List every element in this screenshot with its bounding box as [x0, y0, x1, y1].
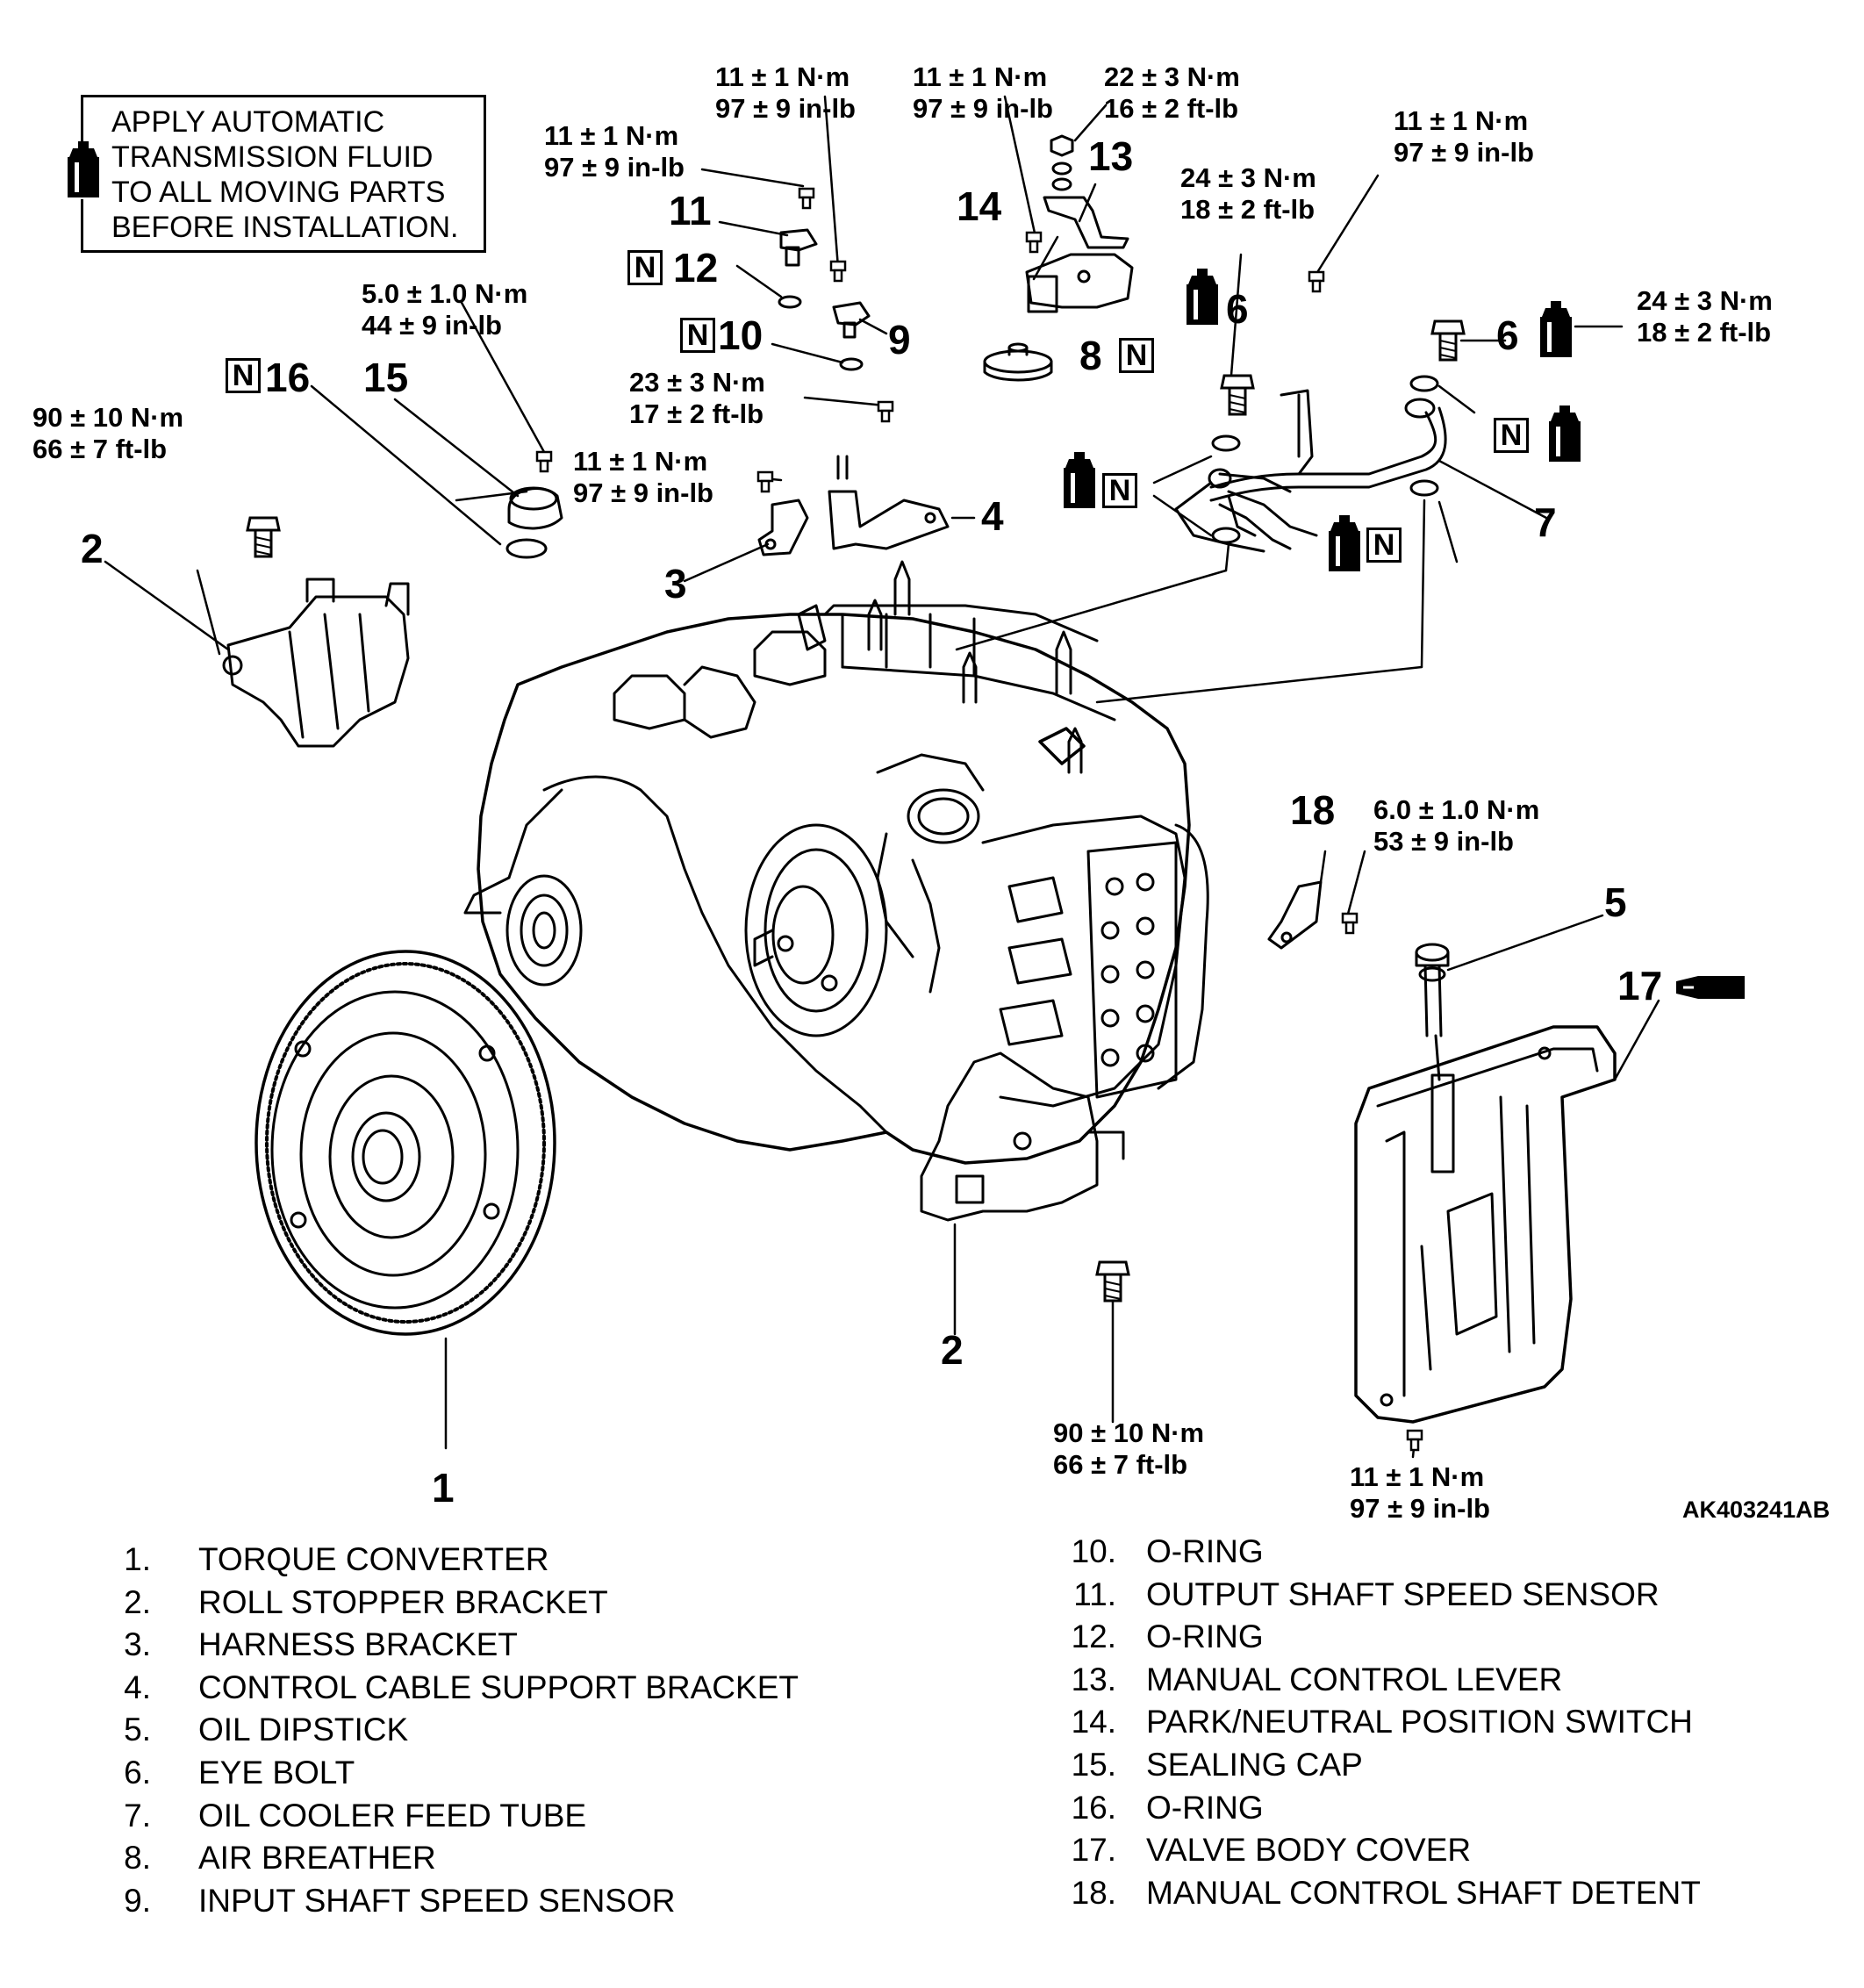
input-shaft-speed-sensor — [832, 301, 871, 339]
note-text: APPLY AUTOMATIC TRANSMISSION FLUID TO AL… — [111, 104, 458, 245]
o-ring-10 — [839, 357, 864, 371]
callout-18: 18 — [1290, 787, 1336, 833]
legend-left: 1.TORQUE CONVERTER 2.ROLL STOPPER BRACKE… — [70, 1539, 799, 1922]
fluid-can-icon — [66, 141, 101, 199]
legend-item: 9.INPUT SHAFT SPEED SENSOR — [124, 1882, 676, 1919]
air-breather — [983, 342, 1053, 382]
new-part-badge: N — [226, 358, 261, 393]
legend-item: 12.O-RING — [1071, 1618, 1264, 1655]
roll-stopper-bracket-upper — [222, 578, 410, 748]
legend-item: 14.PARK/NEUTRAL POSITION SWITCH — [1071, 1704, 1693, 1740]
new-part-badge: N — [1494, 418, 1529, 453]
legend-item: 4.CONTROL CABLE SUPPORT BRACKET — [124, 1669, 799, 1705]
o-ring-16 — [505, 538, 548, 559]
callout-13: 13 — [1088, 133, 1134, 179]
callout-9: 9 — [888, 317, 911, 362]
legend-item: 2.ROLL STOPPER BRACKET — [124, 1583, 608, 1620]
callout-15: 15 — [363, 355, 409, 400]
park-neutral-position-switch — [1025, 253, 1134, 313]
callout-6: 6 — [1226, 286, 1249, 332]
torque-converter — [255, 950, 556, 1336]
callout-5: 5 — [1604, 879, 1627, 925]
legend-right: 10.O-RING 11.OUTPUT SHAFT SPEED SENSOR 1… — [1036, 1531, 1701, 1914]
oil-cooler-feed-tube — [1174, 389, 1447, 553]
callout-8: 8 — [1079, 333, 1102, 378]
note-line: TO ALL MOVING PARTS — [111, 176, 446, 209]
sealant-tube-icon — [1676, 976, 1745, 999]
legend-item: 17.VALVE BODY COVER — [1071, 1832, 1472, 1869]
callout-2: 2 — [941, 1327, 964, 1373]
legend-item: 16.O-RING — [1071, 1789, 1264, 1826]
legend-item: 1.TORQUE CONVERTER — [124, 1541, 549, 1577]
control-cable-support-bracket — [828, 455, 950, 550]
atf-application-note: APPLY AUTOMATIC TRANSMISSION FLUID TO AL… — [66, 95, 486, 253]
valve-body-cover — [1354, 1025, 1617, 1424]
callout-16: 16 — [265, 355, 311, 400]
new-part-badge: N — [1102, 473, 1137, 508]
manual-control-lever — [1043, 134, 1129, 249]
callout-11: 11 — [669, 188, 712, 233]
note-line: APPLY AUTOMATIC — [111, 105, 385, 139]
legend-item: 11.OUTPUT SHAFT SPEED SENSOR — [1073, 1575, 1660, 1612]
output-shaft-speed-sensor — [779, 228, 818, 267]
new-part-badge: N — [1119, 338, 1154, 373]
callout-17: 17 — [1617, 963, 1663, 1008]
legend-item: 6.EYE BOLT — [124, 1754, 355, 1791]
legend-item: 3.HARNESS BRACKET — [124, 1626, 518, 1663]
legend-item: 7.OIL COOLER FEED TUBE — [124, 1797, 587, 1834]
callout-4: 4 — [981, 493, 1004, 539]
fluid-can-icon — [1540, 301, 1572, 357]
note-line: BEFORE INSTALLATION. — [111, 211, 459, 244]
callout-10: 10 — [718, 312, 764, 358]
legend-item: 15.SEALING CAP — [1071, 1746, 1363, 1783]
callout-7: 7 — [1534, 499, 1557, 545]
callout-3: 3 — [664, 561, 687, 606]
legend-item: 10.O-RING — [1071, 1533, 1264, 1569]
callout-2: 2 — [81, 526, 104, 571]
callout-1: 1 — [432, 1465, 455, 1511]
transmission-case — [463, 560, 1209, 1222]
note-line: TRANSMISSION FLUID — [111, 140, 434, 174]
fluid-can-icon — [1187, 269, 1218, 325]
new-part-badge: N — [1366, 528, 1402, 563]
o-ring-12 — [778, 295, 802, 309]
oil-dipstick — [1415, 943, 1455, 1173]
figure-id: AK403241AB — [1682, 1496, 1831, 1523]
leader-lines — [104, 95, 1660, 1459]
callout-12: 12 — [673, 245, 719, 291]
fluid-can-icon — [1329, 515, 1360, 571]
callout-6: 6 — [1496, 312, 1519, 358]
new-part-badge: N — [627, 250, 663, 285]
legend-item: 5.OIL DIPSTICK — [124, 1712, 409, 1748]
fluid-can-icon — [1549, 405, 1581, 462]
manual-control-shaft-detent — [1267, 880, 1323, 950]
legend-item: 13.MANUAL CONTROL LEVER — [1071, 1661, 1563, 1697]
legend-item: 18.MANUAL CONTROL SHAFT DETENT — [1071, 1874, 1701, 1911]
callout-14: 14 — [957, 183, 1002, 229]
new-part-badge: N — [680, 318, 715, 353]
harness-bracket — [757, 499, 809, 556]
fluid-can-icon — [1064, 452, 1095, 508]
legend-item: 8.AIR BREATHER — [124, 1840, 436, 1877]
